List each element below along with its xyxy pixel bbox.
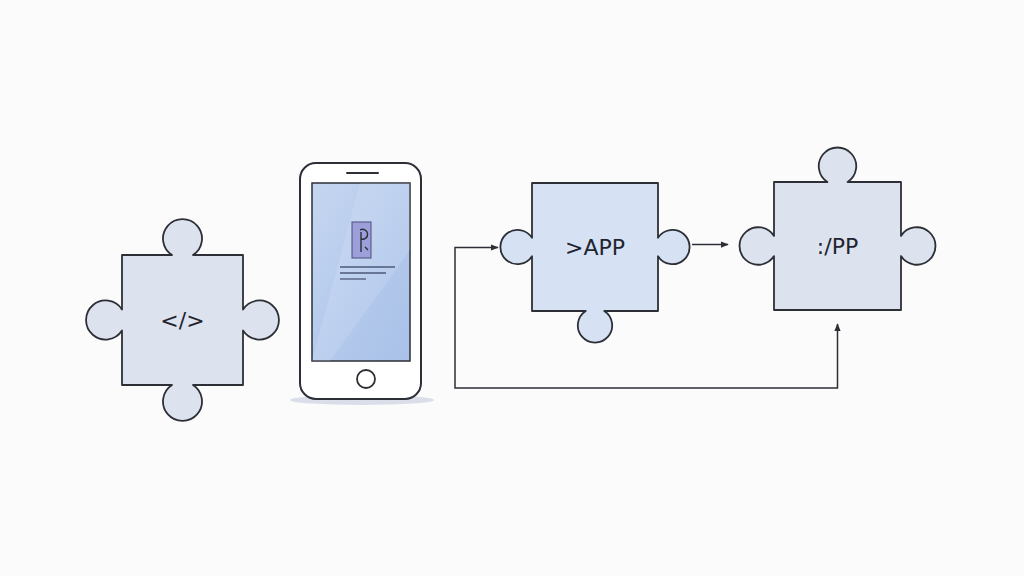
screen-glare [312,183,410,361]
app-icon [352,222,371,258]
piece-face: </> [122,255,243,385]
home-button [357,370,375,388]
phone-body [300,163,421,399]
piece-label: >APP [565,235,625,260]
puzzle-piece: :/PP [750,158,925,310]
text-lines [340,267,395,279]
puzzle-piece: </> [97,230,268,410]
flow-arrow [692,244,728,246]
piece-label: :/PP [817,234,858,259]
phone-screen [312,183,410,361]
phone-speaker [347,172,378,174]
piece-label: </> [160,308,204,333]
piece-face: >APP [532,183,658,311]
app-glyph [360,229,368,252]
piece-face: :/PP [774,182,901,310]
puzzle-piece: >APP [510,183,680,333]
